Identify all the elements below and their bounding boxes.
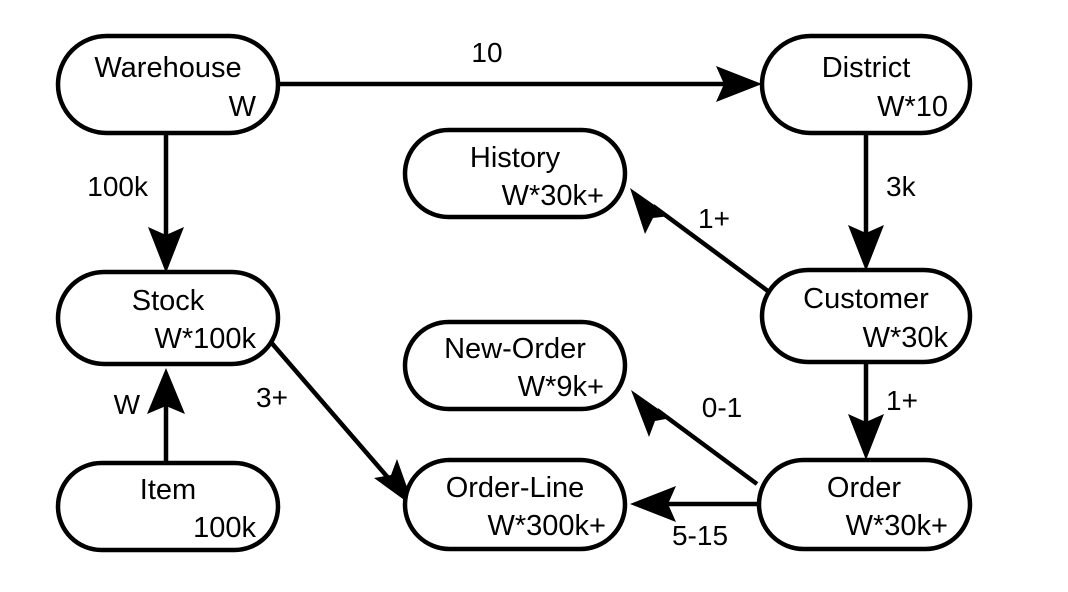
arrowhead-icon	[630, 486, 676, 522]
entity-node-warehouse[interactable]: Warehouse W	[55, 33, 281, 136]
entity-cardinality-order-line: W*300k+	[488, 510, 606, 542]
edge-label-order-new-order: 0-1	[702, 392, 742, 423]
edge-district-customer: 3k	[848, 133, 917, 271]
arrowhead-icon	[147, 368, 185, 414]
entity-node-stock[interactable]: Stock W*100k	[55, 269, 281, 367]
edge-label-warehouse-district: 10	[471, 37, 502, 68]
entity-name-item: Item	[140, 474, 196, 506]
entity-name-order: Order	[827, 472, 901, 504]
arrowhead-icon	[631, 390, 671, 437]
entity-name-warehouse: Warehouse	[94, 52, 241, 84]
entity-name-history: History	[470, 142, 561, 174]
arrowhead-icon	[848, 225, 884, 271]
entity-cardinality-order: W*30k+	[846, 510, 948, 542]
entity-cardinality-item: 100k	[193, 512, 256, 544]
entity-node-customer[interactable]: Customer W*30k	[759, 267, 973, 365]
entity-name-district: District	[822, 52, 911, 84]
arrowhead-icon	[848, 414, 884, 460]
edge-label-order-order-line: 5-15	[672, 520, 728, 551]
edge-label-customer-order: 1+	[886, 385, 918, 416]
entity-cardinality-stock: W*100k	[154, 323, 256, 355]
edge-customer-order: 1+	[848, 362, 918, 460]
entity-cardinality-history: W*30k+	[502, 180, 604, 212]
entity-node-order-line[interactable]: Order-Line W*300k+	[402, 457, 628, 552]
edge-warehouse-stock: 100k	[87, 133, 184, 273]
entity-node-district[interactable]: District W*10	[759, 33, 973, 136]
arrowhead-icon	[716, 66, 762, 102]
arrowhead-icon	[630, 188, 670, 234]
entity-name-stock: Stock	[132, 285, 205, 317]
edge-warehouse-district: 10	[278, 37, 762, 102]
entity-node-order[interactable]: Order W*30k+	[756, 457, 973, 552]
entity-node-new-order[interactable]: New-Order W*9k+	[402, 319, 628, 412]
edge-label-customer-history: 1+	[698, 203, 730, 234]
entity-node-item[interactable]: Item 100k	[55, 460, 281, 553]
entity-cardinality-district: W*10	[877, 91, 948, 123]
entity-node-history[interactable]: History W*30k+	[402, 127, 628, 220]
entity-name-order-line: Order-Line	[446, 472, 585, 504]
edge-order-order-line: 5-15	[630, 486, 757, 551]
edge-customer-history: 1+	[630, 188, 778, 299]
edge-label-stock-order-line: 3+	[256, 382, 288, 413]
entity-name-customer: Customer	[803, 283, 929, 315]
arrowhead-icon	[148, 227, 184, 273]
entity-cardinality-customer: W*30k	[863, 322, 949, 354]
edge-label-warehouse-stock: 100k	[87, 171, 149, 202]
edge-label-district-customer: 3k	[886, 171, 917, 202]
entity-cardinality-warehouse: W	[229, 91, 257, 123]
edge-item-stock: W	[114, 368, 185, 465]
edge-order-new-order: 0-1	[631, 390, 759, 486]
edge-label-item-stock: W	[114, 389, 141, 420]
entity-name-new-order: New-Order	[444, 333, 586, 365]
edge-stock-order-line: 3+	[256, 331, 414, 507]
entity-cardinality-new-order: W*9k+	[518, 371, 604, 403]
